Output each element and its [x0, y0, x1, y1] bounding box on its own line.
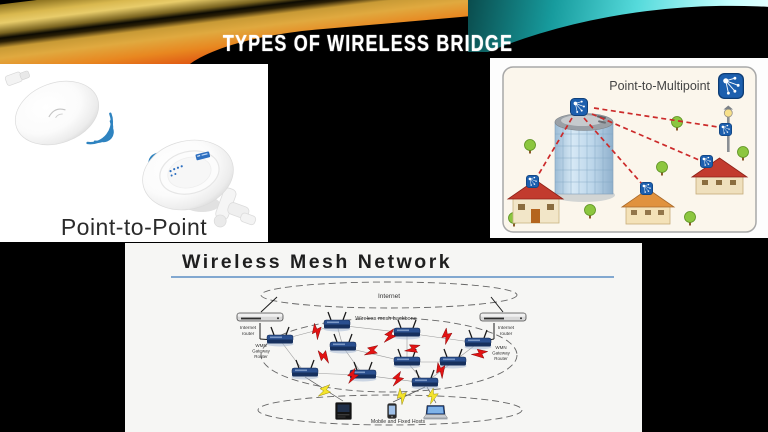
backbone-label: Wireless mesh backbone	[355, 316, 416, 322]
mesh-router-icon	[290, 359, 320, 381]
svg-text:WMN: WMN	[495, 345, 506, 350]
mesh-router-icon	[265, 326, 295, 348]
wireless-bridge-device-right	[142, 139, 257, 228]
svg-text:Router: Router	[254, 354, 268, 359]
access-point-icon	[526, 174, 539, 189]
hosts-label: Mobile and Fixed Hosts	[371, 419, 426, 425]
mesh-network-illustration: Wireless Mesh Network Internet Internet …	[171, 251, 614, 426]
internet-router-label: Internet	[240, 325, 257, 331]
logo-swoosh-icon	[48, 108, 66, 118]
point-to-multipoint-illustration: Point-to-Multipoint	[502, 66, 757, 233]
wifi-signal-icon	[86, 112, 114, 145]
internet-cloud	[260, 281, 518, 309]
slide-title: TYPES OF WIRELESS BRIDGE	[222, 30, 514, 56]
header-art	[0, 0, 768, 64]
device-label-icon	[195, 151, 211, 161]
access-point-icon	[640, 181, 653, 196]
svg-text:WMN: WMN	[255, 343, 266, 348]
svg-text:Router: Router	[494, 356, 508, 361]
desktop-host-icon	[335, 402, 352, 420]
internet-label: Internet	[378, 293, 400, 300]
svg-text:Gateway: Gateway	[492, 351, 511, 356]
wireless-bridge-device-left	[4, 70, 100, 146]
mesh-router-icon	[438, 348, 468, 370]
mesh-router-icon	[392, 319, 422, 341]
point-to-multipoint-title: Point-to-Multipoint	[609, 79, 710, 93]
cyan-wave-decoration	[468, 0, 768, 64]
wireless-links	[536, 107, 719, 185]
mobile-host-icon	[387, 403, 397, 419]
gateway-router-label: WMN Gateway Router	[492, 345, 511, 361]
laptop-host-icon	[423, 405, 448, 420]
gateway-router-label: WMN Gateway Router	[252, 343, 271, 359]
internet-router-icon	[236, 312, 284, 322]
mesh-title: Wireless Mesh Network	[182, 251, 452, 273]
point-to-multipoint-figure: Point-to-Multipoint	[490, 58, 768, 238]
status-led-icons	[169, 165, 183, 177]
svg-text:router: router	[242, 331, 255, 337]
mesh-router-icon	[322, 311, 352, 333]
internet-router-label: Internet	[498, 325, 515, 331]
house	[506, 179, 565, 224]
house	[620, 188, 676, 225]
point-to-point-figure: Point-to-Point	[0, 64, 268, 242]
mesh-backbone-boundary	[260, 317, 518, 393]
point-to-point-illustration: Point-to-Point	[4, 70, 257, 240]
svg-text:Gateway: Gateway	[252, 349, 271, 354]
access-point-icon	[719, 122, 732, 137]
hosts-boundary	[257, 394, 523, 426]
access-point-icon	[570, 97, 588, 117]
mesh-router-icon	[328, 333, 358, 355]
red-bolt-icon	[362, 341, 382, 361]
red-bolt-icon	[439, 326, 455, 346]
yellow-bolt-icon	[393, 386, 411, 406]
svg-text:router: router	[500, 331, 513, 337]
mesh-router-icon	[410, 369, 440, 391]
tower-building	[553, 113, 615, 202]
wireless-mesh-network-figure: Wireless Mesh Network Internet Internet …	[125, 243, 642, 432]
house	[690, 157, 749, 195]
mesh-router-icon	[463, 329, 493, 351]
access-point-icon	[718, 73, 744, 99]
internet-router-icon	[479, 312, 527, 322]
access-point-icon	[700, 154, 713, 169]
point-to-point-caption: Point-to-Point	[61, 214, 207, 240]
